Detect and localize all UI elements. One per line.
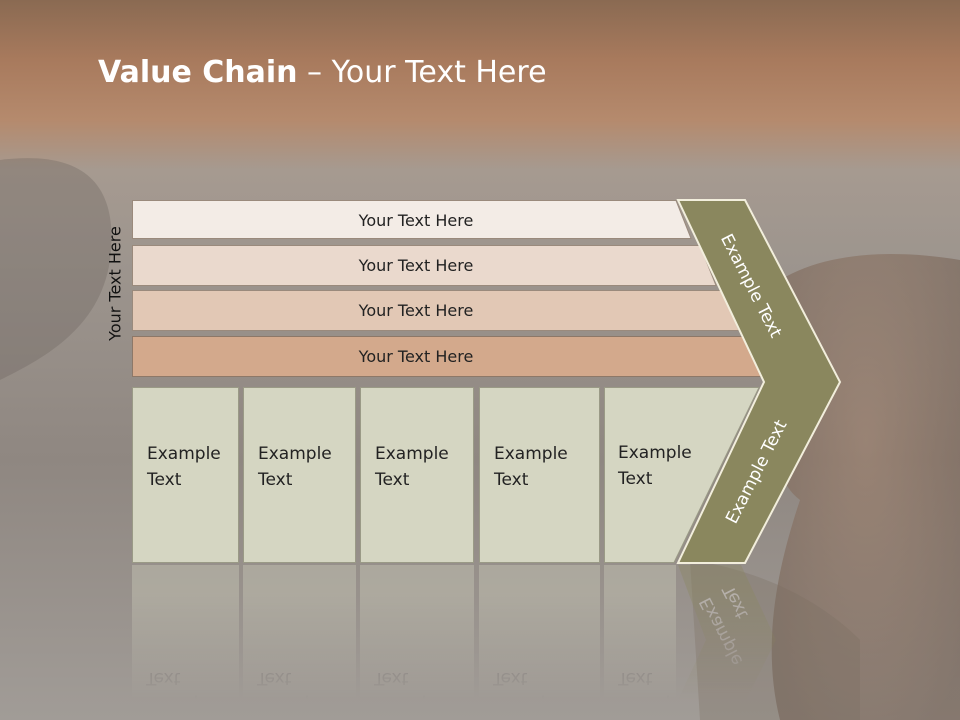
title-rest: – Your Text Here	[297, 55, 547, 90]
box-5-line1: Example	[618, 443, 692, 463]
box-4-line2: Text	[494, 470, 529, 490]
bar-3-label: Your Text Here	[358, 300, 474, 320]
box-1-reflection-line1: Example	[146, 694, 220, 700]
box-1-reflection-text: Example Text	[146, 665, 220, 700]
box-4-reflection: Example Text	[479, 565, 600, 700]
box-2-line2: Text	[258, 470, 293, 490]
side-label: Your Text Here	[105, 226, 125, 341]
box-3-reflection-text: Example Text	[374, 665, 448, 700]
box-1-line2: Text	[147, 470, 182, 490]
box-2-reflection-line1: Example	[257, 694, 331, 700]
box-3-line2: Text	[375, 470, 410, 490]
box-5-line2: Text	[618, 469, 653, 489]
bar-2: Your Text Here	[132, 245, 717, 286]
box-1-line1: Example	[147, 444, 221, 464]
chevron-reflection: Example Text	[676, 565, 776, 700]
slide-title: Value Chain – Your Text Here	[98, 55, 547, 90]
box-4-line1: Example	[494, 444, 568, 464]
box-1-reflection-line2: Text	[146, 668, 181, 688]
title-bold: Value Chain	[98, 55, 298, 90]
box-3-reflection-line2: Text	[374, 668, 409, 688]
chevron-reflection-shape	[678, 565, 776, 700]
box-4-reflection-text: Example Text	[493, 665, 567, 700]
box-4-reflection-line1: Example	[493, 694, 567, 700]
bar-3: Your Text Here	[132, 290, 740, 331]
bar-1-label: Your Text Here	[358, 210, 474, 230]
box-3-line1: Example	[375, 444, 449, 464]
bar-4-label: Your Text Here	[358, 346, 474, 366]
bar-4: Your Text Here	[132, 336, 764, 377]
box-2-reflection-line2: Text	[257, 668, 292, 688]
box-1-reflection: Example Text	[132, 565, 239, 700]
box-5-reflection-text: Example Text	[618, 665, 676, 700]
box-3-reflection: Example Text	[360, 565, 474, 700]
box-2-reflection: Example Text	[243, 565, 356, 700]
bar-1: Your Text Here	[132, 200, 700, 240]
box-2-reflection-text: Example Text	[257, 665, 331, 700]
box-5-reflection-line2: Text	[618, 668, 653, 688]
bar-2-label: Your Text Here	[358, 255, 474, 275]
box-5-reflection-line1: Example	[618, 694, 676, 700]
box-5-reflection: Example Text	[604, 565, 676, 700]
box-4-reflection-line2: Text	[493, 668, 528, 688]
box-2-line1: Example	[258, 444, 332, 464]
box-3-reflection-line1: Example	[374, 694, 448, 700]
